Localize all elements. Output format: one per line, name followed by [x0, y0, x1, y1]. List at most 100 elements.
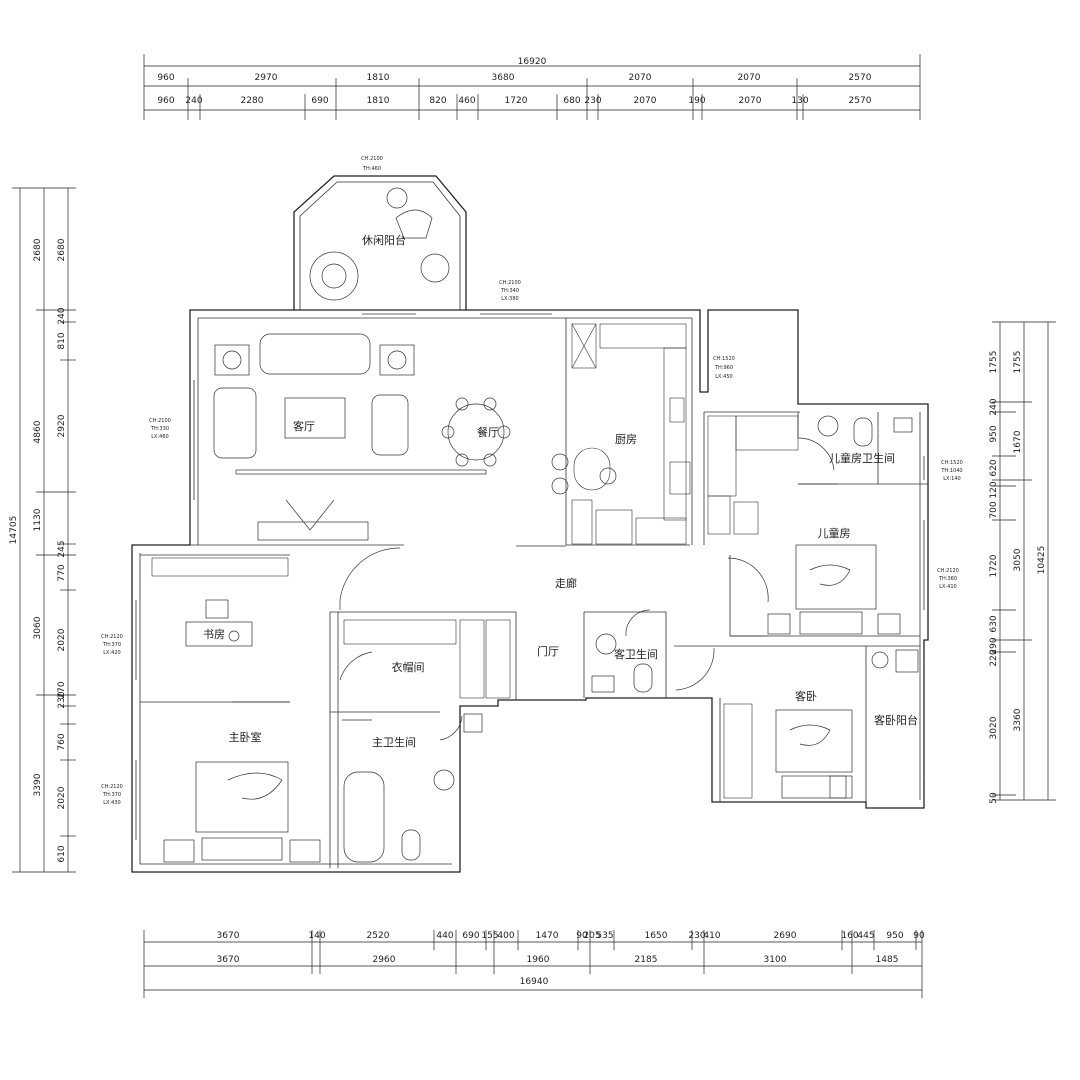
top-dim: 2570 [849, 73, 872, 83]
window-note: LX:460 [151, 434, 168, 440]
window-note: CH:2120 [101, 784, 123, 790]
label-kitchen: 厨房 [615, 433, 637, 446]
label-master-bath: 主卫生间 [372, 735, 416, 749]
window-note: TH:460 [362, 166, 381, 172]
bottom-dim: 2960 [373, 955, 396, 965]
right-dim: 950 [989, 425, 999, 442]
left-dim: 610 [57, 845, 67, 862]
left-dim: 2680 [57, 238, 67, 261]
right-dim: 120 [989, 481, 999, 498]
window-note: CH:2120 [937, 568, 959, 574]
window-note: LX:380 [501, 296, 518, 302]
bottom-dim: 2690 [774, 931, 797, 941]
walls [131, 175, 929, 873]
left-total: 14705 [9, 516, 19, 545]
left-dim: 2020 [57, 628, 67, 651]
label-living: 客厅 [293, 419, 315, 433]
right-dim: 630 [989, 615, 999, 632]
label-guest-bed: 客卧 [795, 689, 817, 703]
bottom-dim: 535 [596, 931, 613, 941]
window-note: CH:2100 [499, 280, 521, 286]
bottom-dim: 90 [576, 931, 588, 941]
window-note: LX:420 [103, 650, 120, 656]
top-dim: 2070 [739, 96, 762, 106]
top-dim: 240 [185, 96, 202, 106]
top-dim: 2970 [255, 73, 278, 83]
label-dining: 餐厅 [477, 425, 499, 439]
window-note: TH:360 [938, 576, 957, 582]
right-dim: 220 [989, 649, 999, 666]
window-note: LX:430 [103, 800, 120, 806]
right-dim: 1720 [989, 554, 999, 577]
bottom-dim: 1650 [645, 931, 668, 941]
bottom-dim: 1960 [527, 955, 550, 965]
window-note: TH:370 [102, 642, 121, 648]
window-note: CH:2100 [149, 418, 171, 424]
bottom-dim: 2185 [635, 955, 658, 965]
top-dim: 460 [458, 96, 475, 106]
top-dim: 1810 [367, 73, 390, 83]
left-dim: 1130 [33, 508, 43, 531]
right-dim: 3360 [1013, 708, 1023, 731]
left-dim: 2920 [57, 414, 67, 437]
top-dim: 2070 [634, 96, 657, 106]
top-dim: 1810 [367, 96, 390, 106]
bottom-dim: 140 [308, 931, 325, 941]
right-dim: 50 [989, 792, 999, 804]
label-guest-bath: 客卫生间 [614, 647, 658, 661]
bottom-dim: 690 [462, 931, 479, 941]
label-kids-bath: 儿童房卫生间 [829, 451, 895, 465]
left-dimensions: 14705 2680 4860 1130 3060 3390 2680 240 … [9, 187, 76, 873]
window-note: TH:1040 [940, 468, 962, 474]
bottom-dim: 950 [886, 931, 903, 941]
top-dim: 2070 [738, 73, 761, 83]
label-guest-balcony: 客卧阳台 [874, 713, 918, 727]
left-dim: 3390 [33, 773, 43, 796]
label-kids-room: 儿童房 [818, 526, 851, 540]
left-dim: 240 [57, 307, 67, 324]
top-dim: 960 [157, 73, 174, 83]
left-dim: 230 [57, 691, 67, 708]
window-note: TH:960 [714, 365, 733, 371]
bottom-dim: 2520 [367, 931, 390, 941]
top-dim: 2570 [849, 96, 872, 106]
bottom-dim: 3670 [217, 931, 240, 941]
bottom-dim: 1485 [876, 955, 899, 965]
top-dim: 690 [311, 96, 328, 106]
left-dim: 2020 [57, 786, 67, 809]
bottom-dim: 410 [703, 931, 720, 941]
window-note: CH:2100 [361, 156, 383, 162]
right-dim: 3050 [1013, 548, 1023, 571]
right-dim: 3020 [989, 716, 999, 739]
bottom-dim: 445 [857, 931, 874, 941]
left-dim: 270 [57, 681, 67, 698]
bottom-dim: 155 [481, 931, 498, 941]
label-foyer: 门厅 [537, 644, 559, 658]
left-dim: 3060 [33, 616, 43, 639]
right-dimensions: 10425 1755 1670 3050 3360 1755 240 950 6… [989, 321, 1056, 804]
top-total: 16920 [518, 57, 547, 67]
right-dim: 290 [989, 637, 999, 654]
left-dim: 245 [57, 540, 67, 557]
top-dim: 190 [688, 96, 705, 106]
left-dim: 770 [57, 564, 67, 581]
right-dim: 700 [989, 501, 999, 518]
right-dim: 620 [989, 459, 999, 476]
bottom-dim: 1470 [536, 931, 559, 941]
label-leisure-balcony: 休闲阳台 [362, 233, 406, 247]
right-total: 10425 [1037, 546, 1047, 575]
window-note: LX:450 [715, 374, 732, 380]
label-corridor: 走廊 [555, 576, 577, 590]
left-dim: 4860 [33, 420, 43, 443]
bottom-dim: 205 [583, 931, 600, 941]
window-note: CH:1520 [941, 460, 963, 466]
left-dim: 810 [57, 332, 67, 349]
right-dim: 1755 [989, 351, 999, 374]
bottom-dim: 3670 [217, 955, 240, 965]
top-dim: 2070 [629, 73, 652, 83]
window-notes: CH:2100 TH:460 CH:2100 TH:340 LX:380 CH:… [101, 156, 963, 806]
bottom-total: 16940 [520, 977, 549, 987]
top-dim: 230 [584, 96, 601, 106]
right-dim: 240 [989, 398, 999, 415]
